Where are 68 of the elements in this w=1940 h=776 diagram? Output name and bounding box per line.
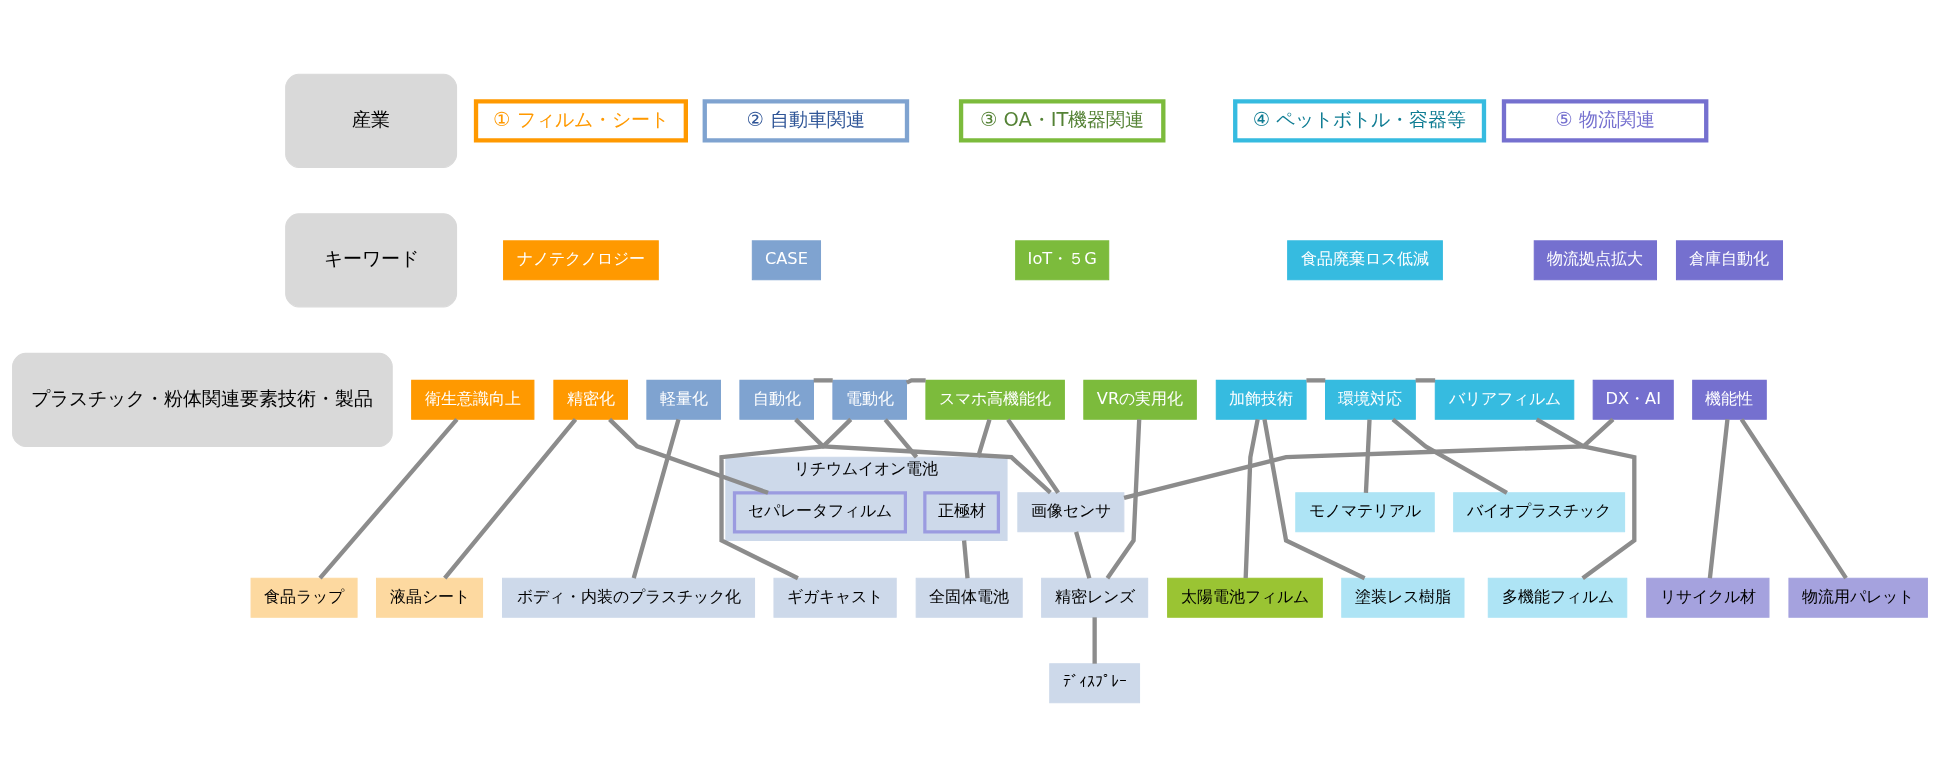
- connector: [1739, 417, 1848, 579]
- node-box: 全固体電池: [915, 577, 1023, 618]
- connector: [813, 377, 833, 383]
- node-box: 加飾技術: [1215, 379, 1307, 420]
- node-box: ﾃﾞｨｽﾌﾟﾚｰ: [1049, 662, 1141, 703]
- node-box: 物流拠点拡大: [1533, 239, 1657, 280]
- connector: [608, 417, 769, 495]
- node-box: ① フィルム・シート: [473, 98, 688, 142]
- node-box: キーワード: [285, 212, 458, 307]
- node-box: ナノテクノロジー: [503, 239, 659, 280]
- connector: [1262, 418, 1366, 580]
- node-box: IoT・５G: [1015, 239, 1110, 280]
- node-box: 多機能フィルム: [1487, 577, 1628, 618]
- connector: [1391, 417, 1508, 495]
- connector: [1363, 419, 1372, 493]
- node-box: 環境対応: [1325, 379, 1416, 420]
- node-box: 衛生意識向上: [411, 379, 535, 420]
- node-box: 食品廃棄ロス低減: [1287, 239, 1443, 280]
- node-box: 食品ラップ: [250, 577, 358, 618]
- node-box: VRの実用化: [1083, 379, 1197, 420]
- node-box: 自動化: [739, 379, 814, 420]
- node-box: CASE: [751, 239, 821, 280]
- connector: [1105, 418, 1142, 579]
- node-box: 液晶シート: [376, 577, 484, 618]
- node-box: ⑤ 物流関連: [1501, 98, 1709, 142]
- connector: [1092, 616, 1097, 664]
- node-box: セパレータフィルム: [732, 490, 907, 533]
- node-box: リサイクル材: [1646, 577, 1770, 618]
- node-box: DX・AI: [1592, 379, 1674, 420]
- node-box: 精密化: [553, 379, 628, 420]
- node-box: モノマテリアル: [1295, 491, 1435, 532]
- node-box: 電動化: [832, 379, 907, 420]
- connector: [1123, 417, 1615, 500]
- connector: [1006, 417, 1060, 494]
- connector: [443, 417, 578, 580]
- node-box: 物流用パレット: [1788, 577, 1928, 618]
- connector: [883, 417, 919, 459]
- node-box: ② 自動車関連: [702, 98, 910, 142]
- connector: [794, 417, 1052, 494]
- node-box: ボディ・内装のプラスチック化: [501, 577, 756, 618]
- node-box: 太陽電池フィルム: [1167, 577, 1323, 618]
- connector: [1243, 418, 1260, 578]
- node-box: 塗装レス樹脂: [1341, 577, 1465, 618]
- node-box: 産業: [285, 73, 458, 168]
- node-box: ③ OA・IT機器関連: [958, 98, 1166, 142]
- node-box: 正極材: [923, 490, 1000, 533]
- connector: [976, 418, 992, 458]
- node-box: バリアフィルム: [1434, 379, 1575, 420]
- connector: [1707, 418, 1730, 578]
- connector: [1074, 530, 1092, 579]
- connector: [1415, 377, 1436, 383]
- node-box: バイオプラスチック: [1453, 491, 1626, 532]
- node-box: ギガキャスト: [773, 577, 897, 618]
- node-box: スマホ高機能化: [925, 379, 1065, 420]
- connector: [1306, 377, 1326, 383]
- node-box: プラスチック・粉体関連要素技術・製品: [12, 352, 393, 447]
- connector: [961, 539, 970, 578]
- connector: [1535, 417, 1637, 580]
- connector: [631, 418, 681, 579]
- node-box: 倉庫自動化: [1675, 239, 1783, 280]
- node-box: 軽量化: [646, 379, 721, 420]
- node-box: ④ ペットボトル・容器等: [1233, 98, 1487, 142]
- node-box: 機能性: [1692, 379, 1767, 420]
- node-box: 精密レンズ: [1041, 577, 1149, 618]
- node-box: 画像センサ: [1017, 491, 1125, 532]
- connector: [905, 377, 926, 385]
- connector: [719, 417, 853, 580]
- connector: [318, 417, 459, 580]
